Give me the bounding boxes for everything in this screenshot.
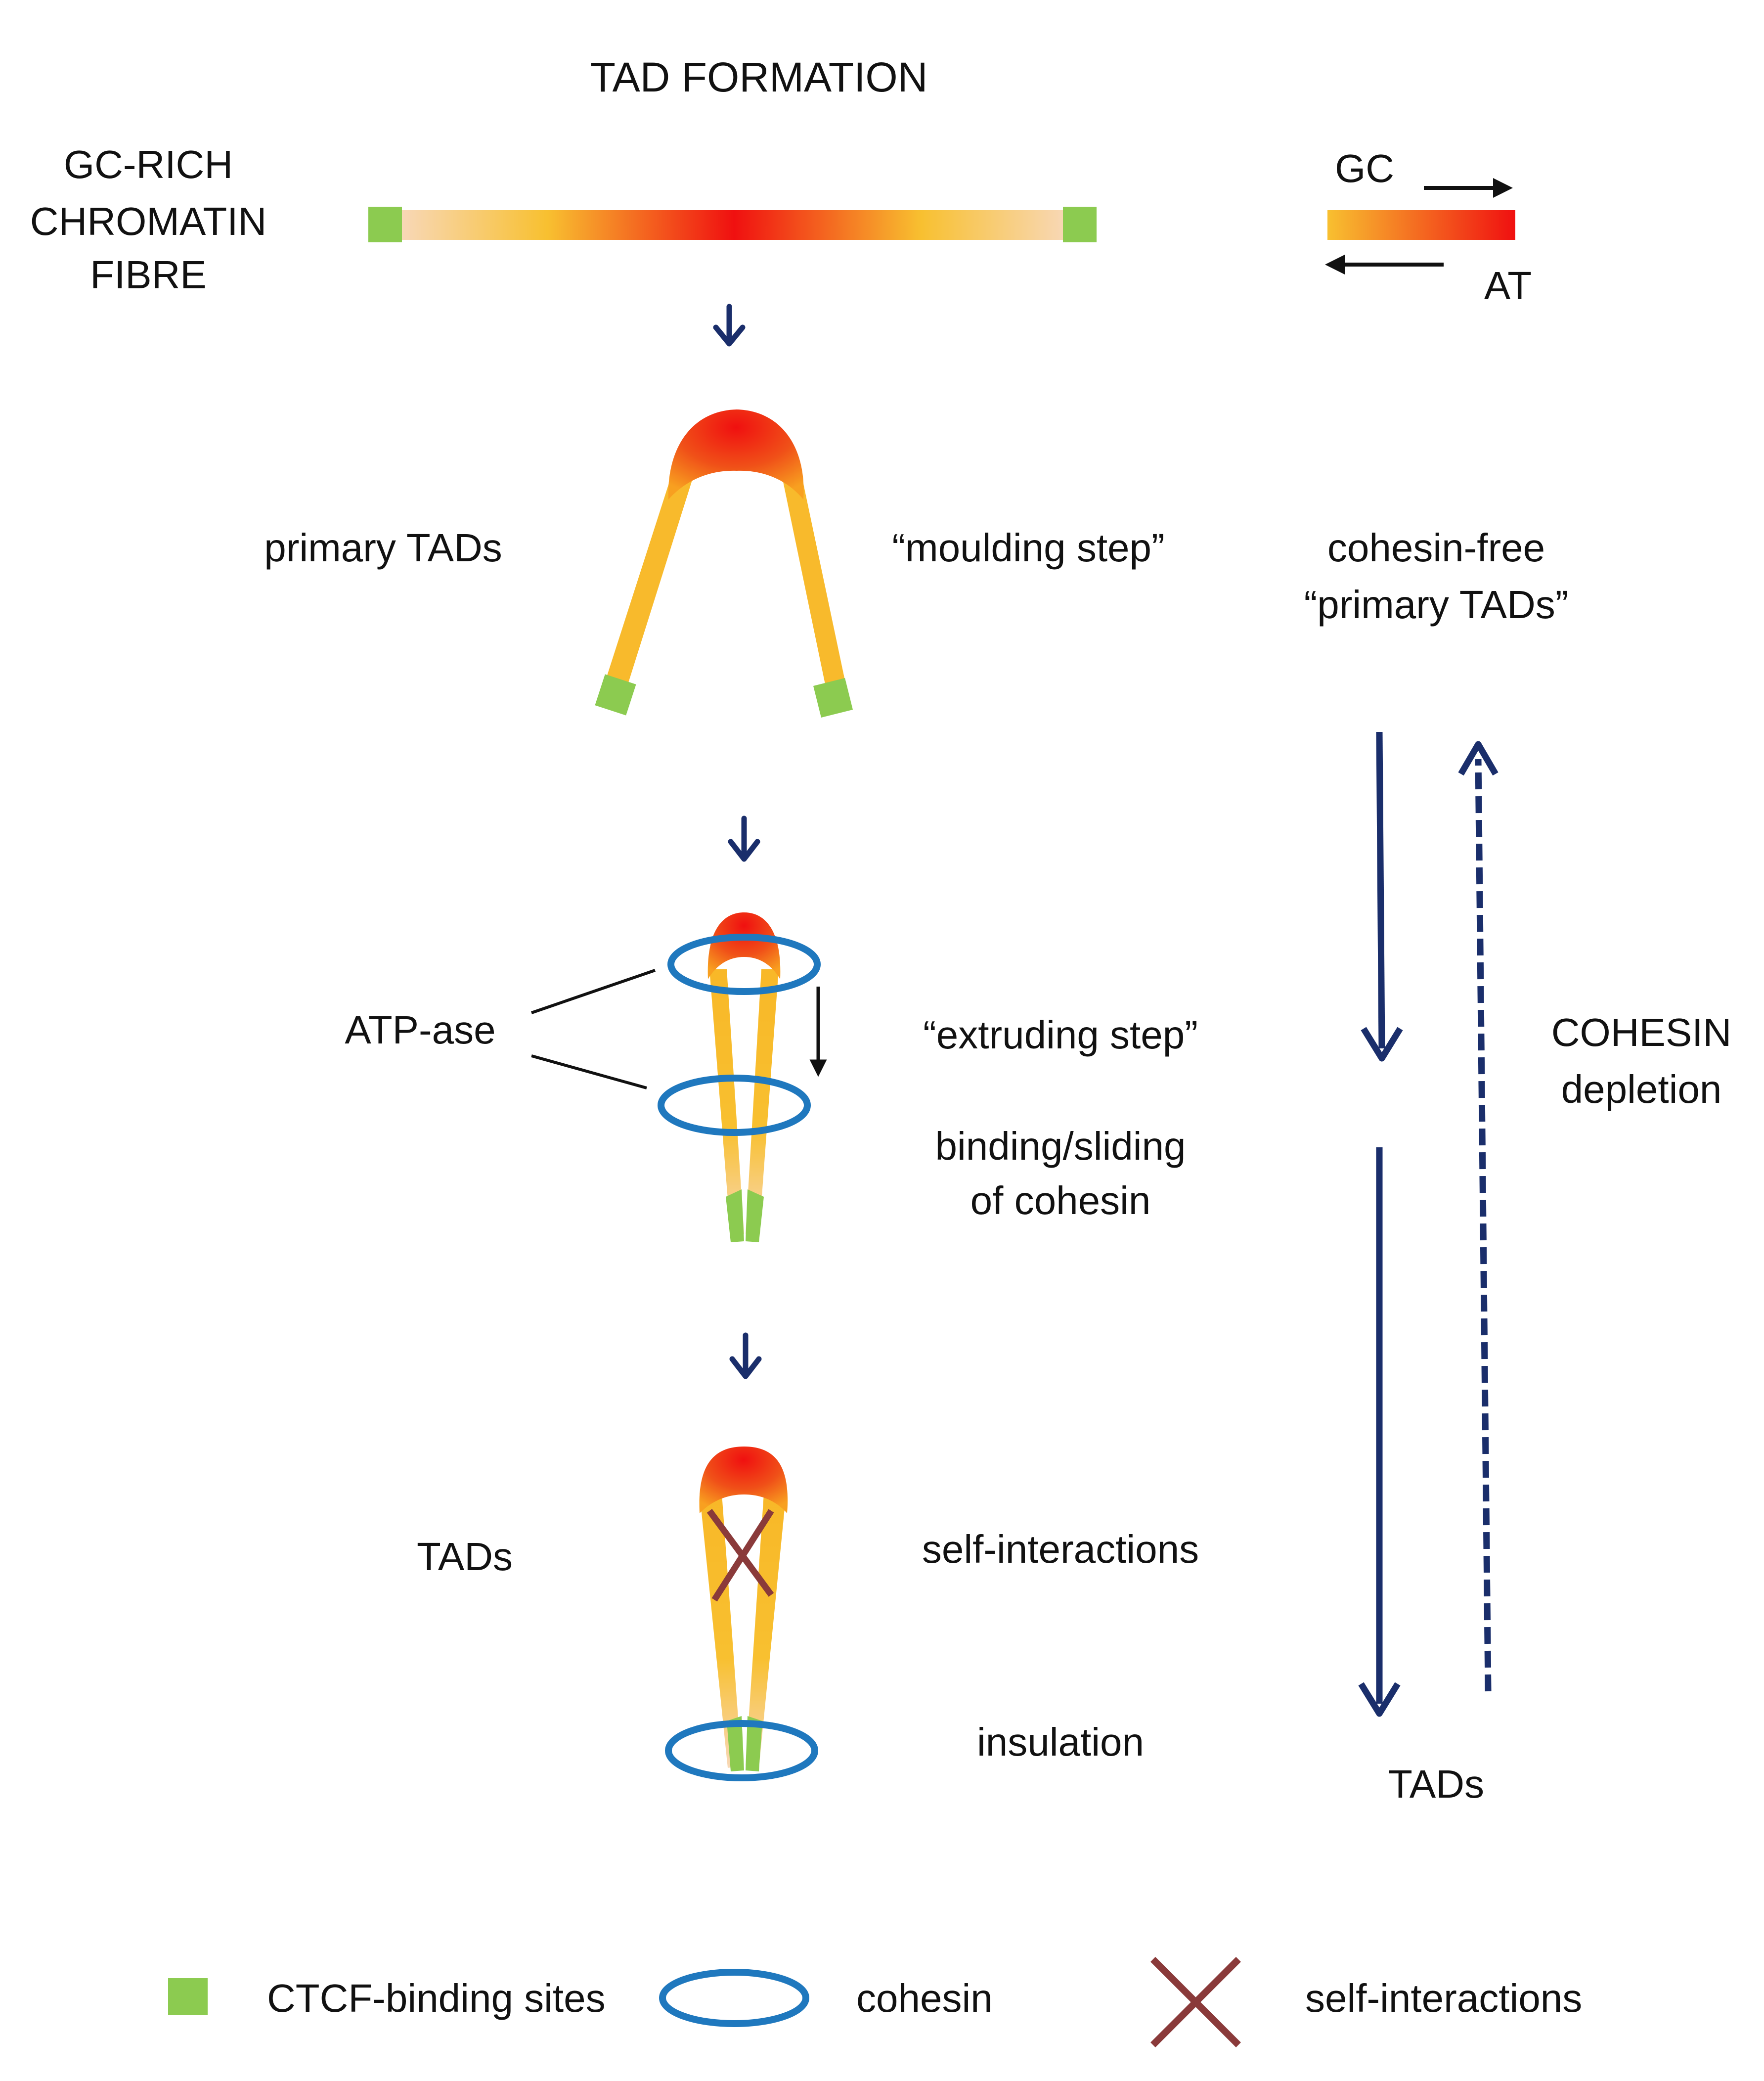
- extruding-tad-shape: [658, 912, 827, 1242]
- final-right-arm: [746, 1493, 786, 1768]
- gc-at-key: GC AT: [1325, 146, 1532, 308]
- fibre-label: GC-RICH CHROMATIN FIBRE: [30, 142, 266, 297]
- cohesin-free-line2: “primary TADs”: [1304, 583, 1569, 627]
- primary-tads-label: primary TADs: [264, 526, 502, 570]
- solid-arrow-lower: [1358, 1147, 1401, 1717]
- extruding-ctcf-right: [746, 1189, 764, 1242]
- fibre-label-line1: GC-RICH: [64, 142, 233, 186]
- cohesin-ring-lower: [658, 1075, 811, 1136]
- self-interactions-label: self-interactions: [922, 1527, 1199, 1571]
- legend: CTCF-binding sites cohesin self-interact…: [168, 1957, 1582, 2047]
- binding-sliding-line1: binding/sliding: [935, 1124, 1186, 1168]
- insulation-label: insulation: [977, 1720, 1144, 1764]
- legend-cohesin-label: cohesin: [856, 1976, 993, 2020]
- cohesin-free-line1: cohesin-free: [1327, 526, 1545, 570]
- step-arrow-2: [728, 815, 760, 862]
- primary-tad-left-arm: [606, 465, 695, 687]
- atp-ase-pointer-lower: [531, 1054, 647, 1089]
- extruding-step-label: “extruding step”: [923, 1013, 1198, 1057]
- primary-tad-shape: [595, 409, 853, 718]
- tads-label-right: TADs: [1388, 1762, 1484, 1806]
- primary-tad-cap: [668, 409, 804, 499]
- atp-ase-pointer-upper: [531, 969, 656, 1014]
- primary-tad-right-arm: [781, 467, 846, 691]
- fibre-label-line3: FIBRE: [90, 253, 207, 297]
- legend-ctcf-label: CTCF-binding sites: [267, 1976, 606, 2020]
- ctcf-site-right: [1063, 207, 1097, 242]
- final-ctcf-right: [746, 1716, 762, 1771]
- gc-at-gradient-bar: [1327, 210, 1515, 240]
- legend-self-interactions-label: self-interactions: [1305, 1976, 1582, 2020]
- solid-arrow-upper: [1361, 731, 1403, 1062]
- extruding-ctcf-left: [726, 1189, 744, 1242]
- step-arrow-3: [729, 1332, 762, 1379]
- final-tad-shape: [665, 1447, 818, 1781]
- fibre-bar: [400, 210, 1068, 240]
- dashed-depletion-arrow: [1458, 741, 1499, 1692]
- chromatin-fibre: [368, 207, 1097, 242]
- binding-sliding-line2: of cohesin: [970, 1178, 1151, 1222]
- legend-cross-icon: [1150, 1957, 1241, 2047]
- final-ctcf-left: [727, 1716, 744, 1771]
- legend-cohesin-icon: [659, 1969, 809, 2027]
- final-cap: [699, 1447, 788, 1513]
- self-interaction-cross: [706, 1509, 774, 1602]
- primary-tad-ctcf-right: [813, 678, 853, 718]
- gc-label: GC: [1335, 146, 1394, 190]
- extruding-cap: [707, 912, 781, 979]
- diagram-title: TAD FORMATION: [590, 54, 928, 100]
- ctcf-site-left: [368, 207, 402, 242]
- legend-ctcf-icon: [168, 1978, 208, 2015]
- at-label: AT: [1484, 264, 1532, 308]
- cohesin-depletion-line2: depletion: [1561, 1067, 1722, 1111]
- cohesin-ring-insulation: [665, 1720, 818, 1781]
- extruding-right-arm: [746, 969, 779, 1236]
- final-left-arm: [700, 1493, 742, 1768]
- cohesin-ring-upper: [667, 934, 821, 995]
- moulding-step-label: “moulding step”: [892, 526, 1164, 570]
- extruding-left-arm: [709, 969, 744, 1236]
- tads-label-left: TADs: [417, 1535, 513, 1579]
- primary-tad-ctcf-left: [595, 674, 636, 716]
- fibre-label-line2: CHROMATIN: [30, 199, 266, 243]
- step-arrow-1: [713, 304, 746, 347]
- atp-ase-label: ATP-ase: [345, 1008, 495, 1052]
- cohesin-depletion-line1: COHESIN: [1551, 1010, 1732, 1054]
